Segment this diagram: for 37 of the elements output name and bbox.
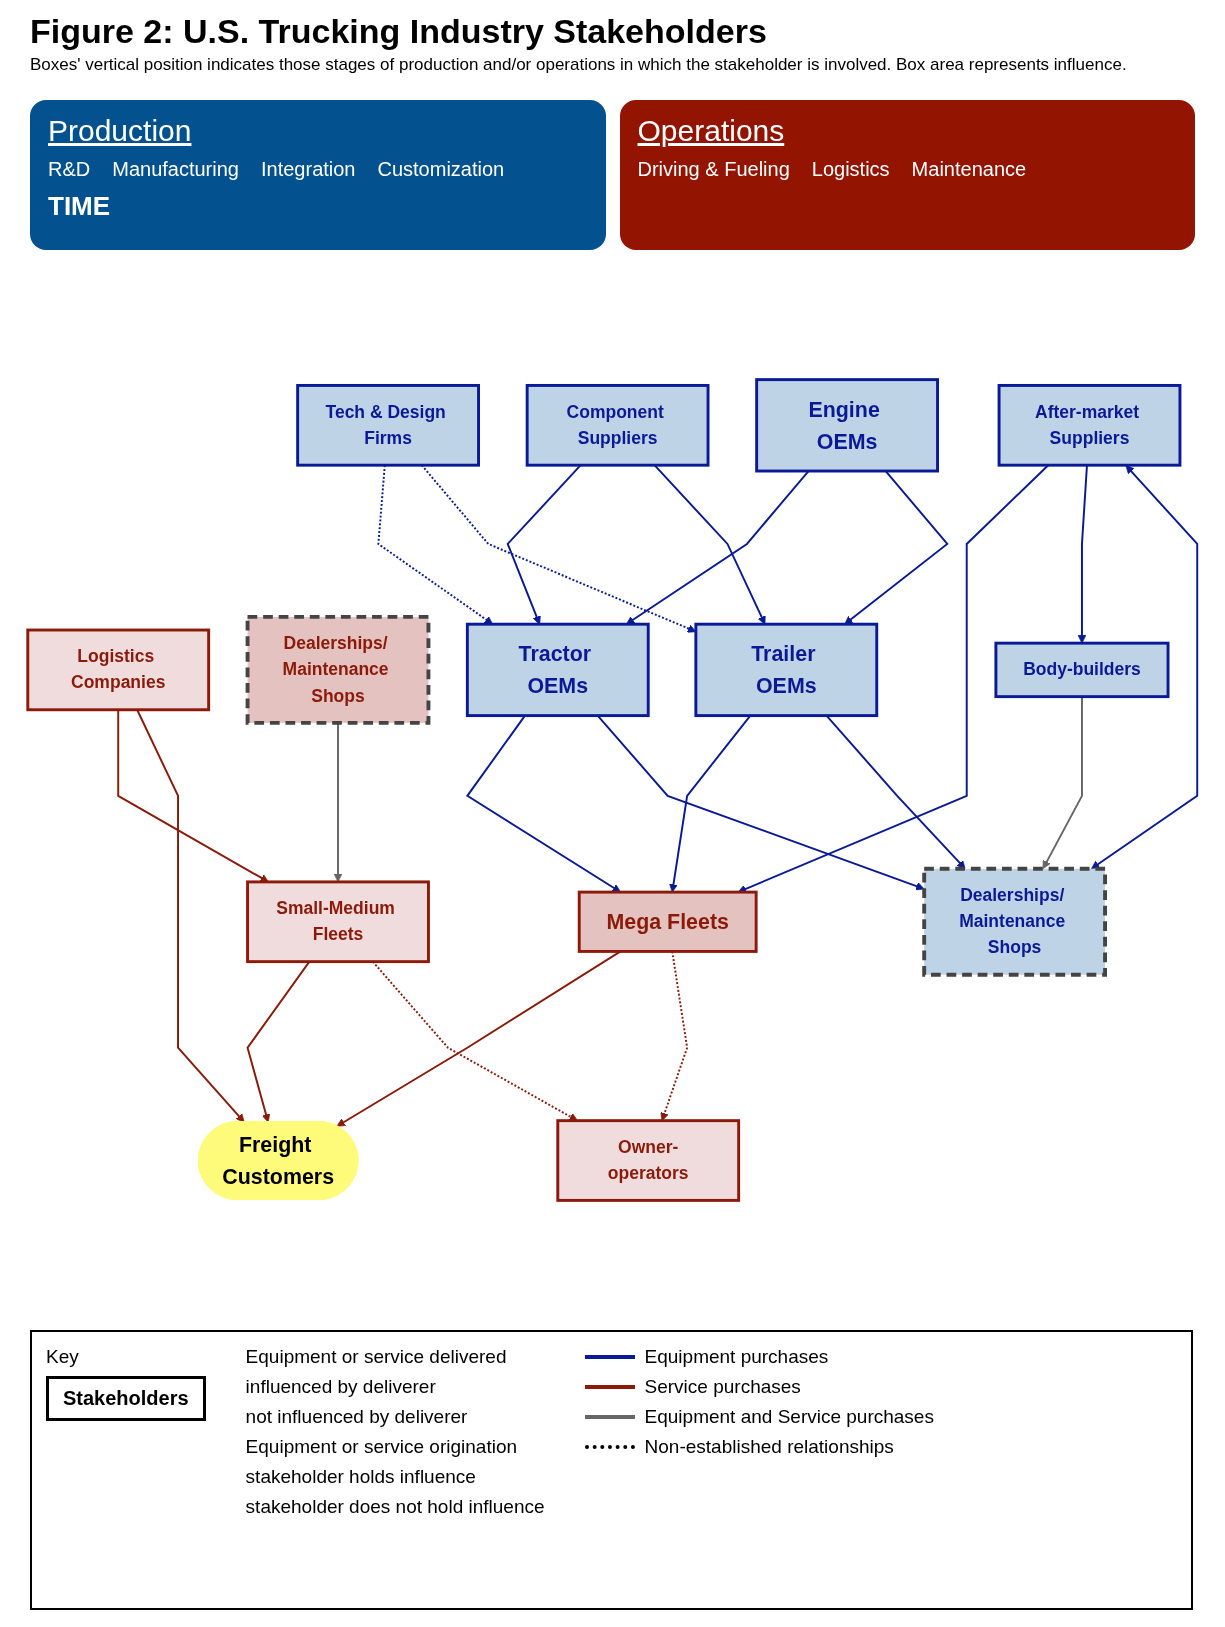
key-text: stakeholder holds influence bbox=[245, 1466, 477, 1488]
time-label: TIME bbox=[48, 191, 111, 222]
key-text: Equipment or service origination bbox=[245, 1436, 519, 1458]
key-heading: Key bbox=[46, 1346, 80, 1368]
node-box: Owner-operators bbox=[556, 1119, 741, 1202]
band-heading: Production bbox=[48, 114, 193, 148]
key-text: stakeholder does not hold influence bbox=[245, 1496, 545, 1518]
node-box: Component Suppliers bbox=[525, 384, 710, 467]
node-box: Body-builders bbox=[994, 641, 1170, 699]
node-box: Logistics Companies bbox=[26, 628, 211, 712]
stage-label: Driving & Fueling bbox=[637, 158, 790, 181]
figure-title: Figure 2: U.S. Trucking Industry Stakeholders bbox=[30, 12, 768, 51]
node-box: Small-Medium Fleets bbox=[246, 880, 430, 964]
key-text: not influenced by deliverer bbox=[245, 1406, 469, 1428]
stakeholder-sample: Stakeholders bbox=[46, 1376, 206, 1421]
node-box: Mega Fleets bbox=[577, 890, 758, 953]
stage-label: Customization bbox=[377, 158, 505, 181]
stage-label: Manufacturing bbox=[112, 158, 239, 181]
stage-label: R&D bbox=[48, 158, 91, 181]
legend-text: Equipment and Service purchases bbox=[644, 1406, 934, 1428]
node-box: Tech & Design Firms bbox=[296, 384, 480, 467]
band-heading: Operations bbox=[637, 114, 786, 148]
caption: Boxes' vertical position indicates those stages of production and/or operations in which the stakeholder is involved. Box area represents influence. bbox=[30, 55, 1128, 75]
legend-text: Non-established relationships bbox=[644, 1436, 894, 1458]
node-box: Dealerships/ Maintenance Shops bbox=[922, 866, 1107, 977]
node-box: Dealerships/ Maintenance Shops bbox=[245, 614, 431, 725]
node-box: Trailer OEMs bbox=[694, 622, 879, 718]
stage-label: Logistics bbox=[811, 158, 890, 181]
node-box: Tractor OEMs bbox=[465, 622, 650, 718]
node-box: After-market Suppliers bbox=[997, 384, 1182, 467]
legend-text: Equipment purchases bbox=[644, 1346, 829, 1368]
key-text: influenced by deliverer bbox=[245, 1376, 437, 1398]
stage-label: Maintenance bbox=[911, 158, 1027, 181]
legend-text: Service purchases bbox=[644, 1376, 801, 1398]
stage-label: Integration bbox=[261, 158, 356, 181]
key-text: Equipment or service delivered bbox=[245, 1346, 508, 1368]
node-box: Engine OEMs bbox=[755, 378, 939, 473]
